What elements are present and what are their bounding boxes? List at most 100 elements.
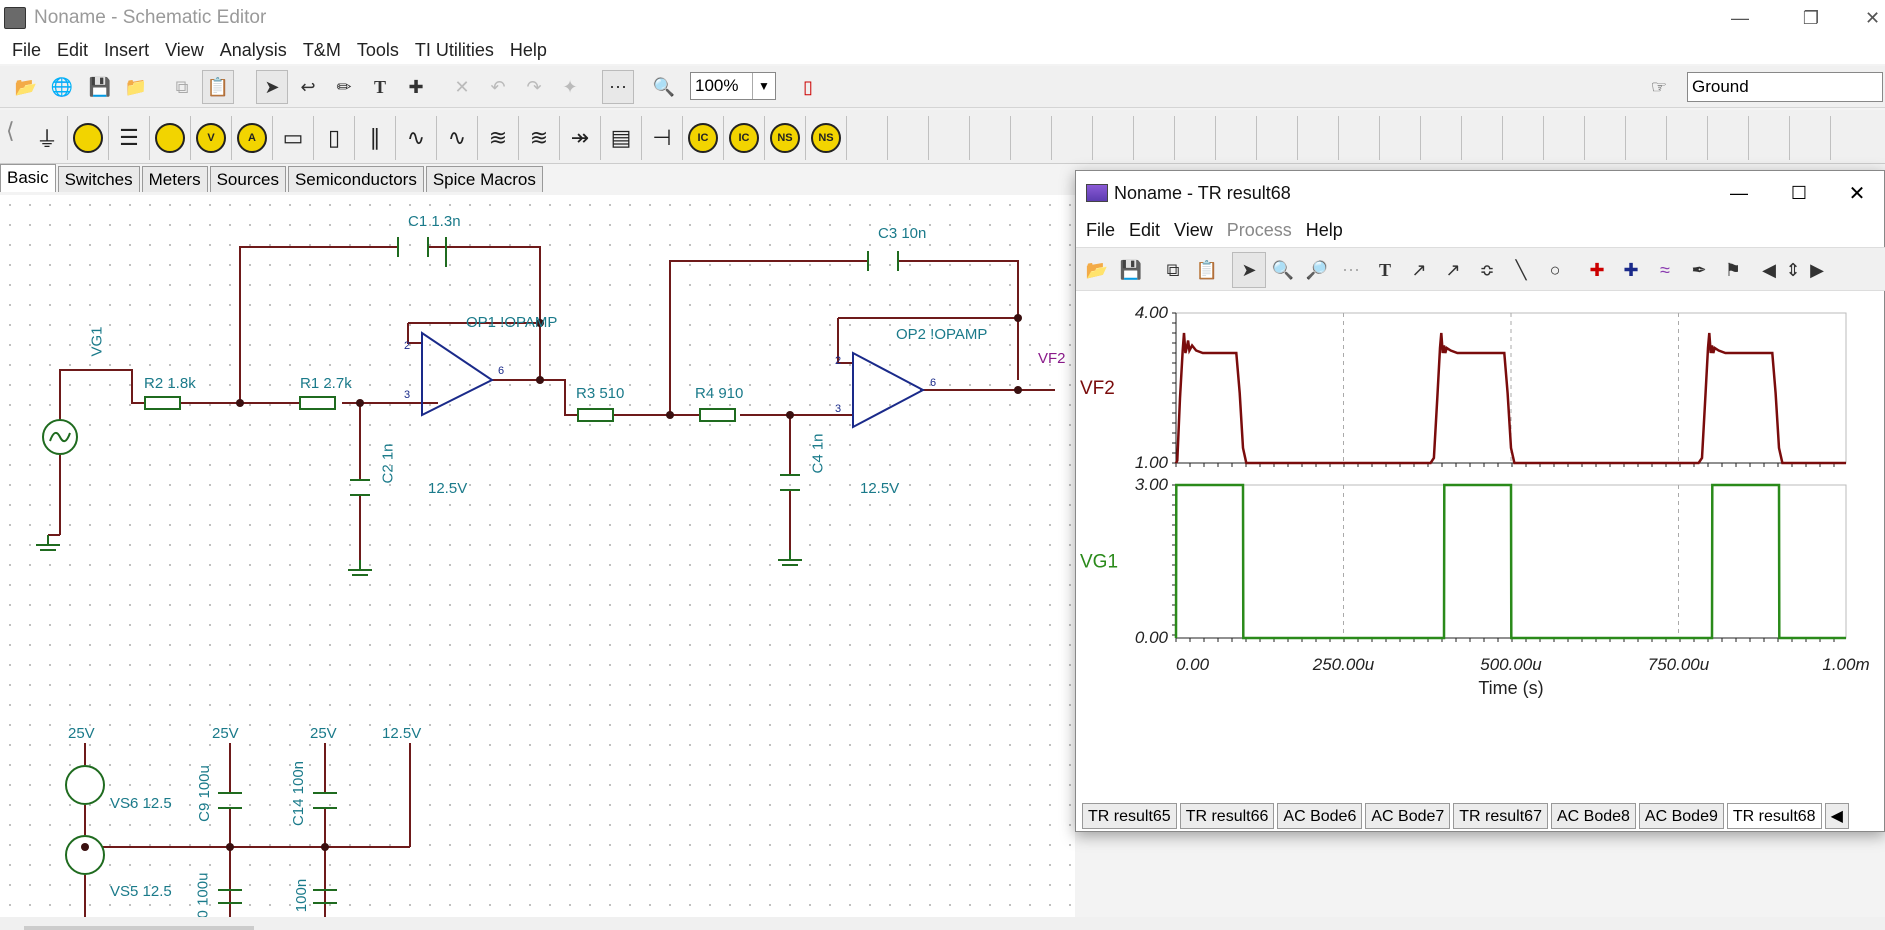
menu-analysis[interactable]: Analysis bbox=[219, 39, 287, 60]
menu-view[interactable]: View bbox=[165, 39, 204, 60]
resistor-icon[interactable]: ▭ bbox=[273, 116, 314, 160]
coupled-inductor-icon[interactable]: ≋ bbox=[478, 116, 519, 160]
tab-ac-bode9[interactable]: AC Bode9 bbox=[1638, 803, 1724, 829]
tab-tr-result65[interactable]: TR result65 bbox=[1082, 803, 1177, 829]
result-line-icon[interactable]: ╲ bbox=[1515, 259, 1527, 280]
scroll-left-icon[interactable]: ◀ bbox=[1762, 259, 1776, 280]
result-zoom-100-icon[interactable]: 🔎 bbox=[1305, 259, 1329, 280]
pointer-icon[interactable]: ➤ bbox=[256, 70, 288, 104]
tab-sources[interactable]: Sources bbox=[209, 166, 286, 192]
result-open-icon[interactable]: 📂 bbox=[1085, 259, 1109, 280]
result-menu-help[interactable]: Help bbox=[1305, 219, 1343, 240]
undo-icon[interactable]: ↶ bbox=[490, 76, 506, 97]
variable-resistor-icon[interactable]: ▤ bbox=[601, 116, 642, 160]
tab-semiconductors[interactable]: Semiconductors bbox=[287, 166, 424, 192]
inductor-icon[interactable]: ∿ bbox=[396, 116, 437, 160]
redo-icon[interactable]: ↷ bbox=[526, 76, 542, 97]
result-marker-icon[interactable]: ↗ bbox=[1411, 259, 1427, 280]
result-marker2-icon[interactable]: ↗ bbox=[1445, 259, 1461, 280]
transformer-core-icon[interactable]: ≋ bbox=[519, 116, 560, 160]
tab-basic[interactable]: Basic bbox=[0, 164, 56, 192]
voltmeter-icon[interactable] bbox=[150, 116, 191, 160]
capacitor-icon[interactable]: ∥ bbox=[355, 116, 396, 160]
result-grid-icon[interactable]: ⋯ bbox=[1342, 259, 1360, 280]
component-select[interactable]: Ground bbox=[1687, 72, 1883, 102]
flag-icon[interactable]: ⚑ bbox=[1724, 259, 1742, 280]
resistor-value-icon[interactable]: ▯ bbox=[803, 76, 813, 97]
cursor-b-icon[interactable]: ✚ bbox=[1623, 259, 1639, 280]
tab-ac-bode7[interactable]: AC Bode7 bbox=[1365, 803, 1451, 829]
result-menu-process[interactable]: Process bbox=[1226, 219, 1292, 240]
probe-icon[interactable]: ✒ bbox=[1691, 259, 1707, 280]
tab-switches[interactable]: Switches bbox=[57, 166, 140, 192]
text-icon[interactable]: T bbox=[373, 76, 386, 97]
menu-help[interactable]: Help bbox=[509, 39, 547, 60]
ic-plus-icon[interactable]: IC bbox=[724, 116, 765, 160]
pin-icon[interactable]: ✚ bbox=[408, 76, 424, 97]
schematic-canvas[interactable]: C1 1.3n C3 10n OP1 !OPAMP OP2 !OPAMP R2 … bbox=[0, 195, 1075, 918]
wire-icon[interactable]: ↩ bbox=[300, 76, 316, 97]
menu-file[interactable]: File bbox=[12, 39, 42, 60]
result-save-icon[interactable]: 💾 bbox=[1119, 259, 1143, 280]
grid-icon[interactable]: ⋯ bbox=[602, 70, 634, 104]
tab-meters[interactable]: Meters bbox=[141, 166, 208, 192]
result-circle-icon[interactable]: ○ bbox=[1549, 259, 1561, 280]
close-button[interactable]: ✕ bbox=[1864, 7, 1881, 28]
result-fit-icon[interactable]: ≎ bbox=[1479, 259, 1495, 280]
switch-icon[interactable]: ↠ bbox=[560, 116, 601, 160]
menu-ti-utilities[interactable]: TI Utilities bbox=[414, 39, 494, 60]
tab-ac-bode6[interactable]: AC Bode6 bbox=[1277, 803, 1363, 829]
delete-icon[interactable]: ✕ bbox=[454, 76, 470, 97]
voltmeter-v-icon[interactable]: V bbox=[191, 116, 232, 160]
open-icon[interactable]: 📁 bbox=[124, 76, 148, 97]
menu-insert[interactable]: Insert bbox=[104, 39, 150, 60]
ic-icon[interactable]: IC bbox=[683, 116, 724, 160]
ns-plus-icon[interactable]: NS bbox=[806, 116, 847, 160]
ammeter-icon[interactable]: A bbox=[232, 116, 273, 160]
result-paste-icon[interactable]: 📋 bbox=[1195, 259, 1219, 280]
result-menu-file[interactable]: File bbox=[1086, 219, 1116, 240]
potentiometer-icon[interactable]: ▯ bbox=[314, 116, 355, 160]
save-icon[interactable]: 💾 bbox=[88, 76, 112, 97]
result-maximize-button[interactable]: ☐ bbox=[1790, 182, 1808, 203]
result-zoom-in-icon[interactable]: 🔍 bbox=[1271, 259, 1295, 280]
tabs-scroll-left-icon[interactable]: ◀ bbox=[1824, 803, 1849, 829]
chevron-down-icon[interactable]: ▼ bbox=[752, 73, 775, 99]
minimize-button[interactable]: — bbox=[1731, 7, 1749, 28]
scroll-right-icon[interactable]: ▶ bbox=[1810, 259, 1824, 280]
result-close-button[interactable]: ✕ bbox=[1848, 182, 1866, 205]
updown-icon[interactable]: ⇕ bbox=[1785, 259, 1801, 280]
result-copy-icon[interactable]: ⧉ bbox=[1166, 259, 1180, 280]
menu-tools[interactable]: Tools bbox=[356, 39, 399, 60]
scroll-left-icon[interactable]: ⟨ bbox=[6, 118, 15, 143]
pencil-icon[interactable]: ✏ bbox=[336, 76, 352, 97]
result-menu-edit[interactable]: Edit bbox=[1129, 219, 1161, 240]
capacitor-variable-icon[interactable]: ⊣ bbox=[642, 116, 683, 160]
ns-icon[interactable]: NS bbox=[765, 116, 806, 160]
tab-tr-result67[interactable]: TR result67 bbox=[1453, 803, 1548, 829]
battery-icon[interactable]: ☰ bbox=[109, 116, 150, 160]
result-menu-view[interactable]: View bbox=[1174, 219, 1213, 240]
tab-tr-result66[interactable]: TR result66 bbox=[1179, 803, 1275, 829]
copy-icon[interactable]: ⧉ bbox=[175, 76, 189, 97]
voltage-source-icon[interactable] bbox=[68, 116, 109, 160]
curves-icon[interactable]: ≈ bbox=[1660, 259, 1670, 280]
zoom-icon[interactable]: 🔍 bbox=[652, 76, 676, 97]
result-text-icon[interactable]: T bbox=[1378, 259, 1391, 280]
tab-ac-bode8[interactable]: AC Bode8 bbox=[1550, 803, 1636, 829]
open-folder-icon[interactable]: 📂 bbox=[14, 76, 38, 97]
tab-spice-macros[interactable]: Spice Macros bbox=[425, 166, 543, 192]
transformer-icon[interactable]: ∿ bbox=[437, 116, 478, 160]
cursor-a-icon[interactable]: ✚ bbox=[1589, 259, 1605, 280]
junction-icon[interactable]: ✦ bbox=[562, 76, 578, 97]
component-finder-icon[interactable]: ☞ bbox=[1650, 76, 1668, 97]
ground-icon[interactable]: ⏚ bbox=[27, 116, 68, 160]
result-pointer-icon[interactable]: ➤ bbox=[1232, 252, 1266, 288]
result-minimize-button[interactable]: — bbox=[1730, 182, 1748, 203]
paste-icon[interactable]: 📋 bbox=[202, 70, 234, 104]
tab-tr-result68[interactable]: TR result68 bbox=[1726, 803, 1822, 829]
restore-button[interactable]: ❐ bbox=[1802, 7, 1820, 28]
zoom-select[interactable]: 100% bbox=[690, 72, 776, 100]
menu-tm[interactable]: T&M bbox=[302, 39, 341, 60]
